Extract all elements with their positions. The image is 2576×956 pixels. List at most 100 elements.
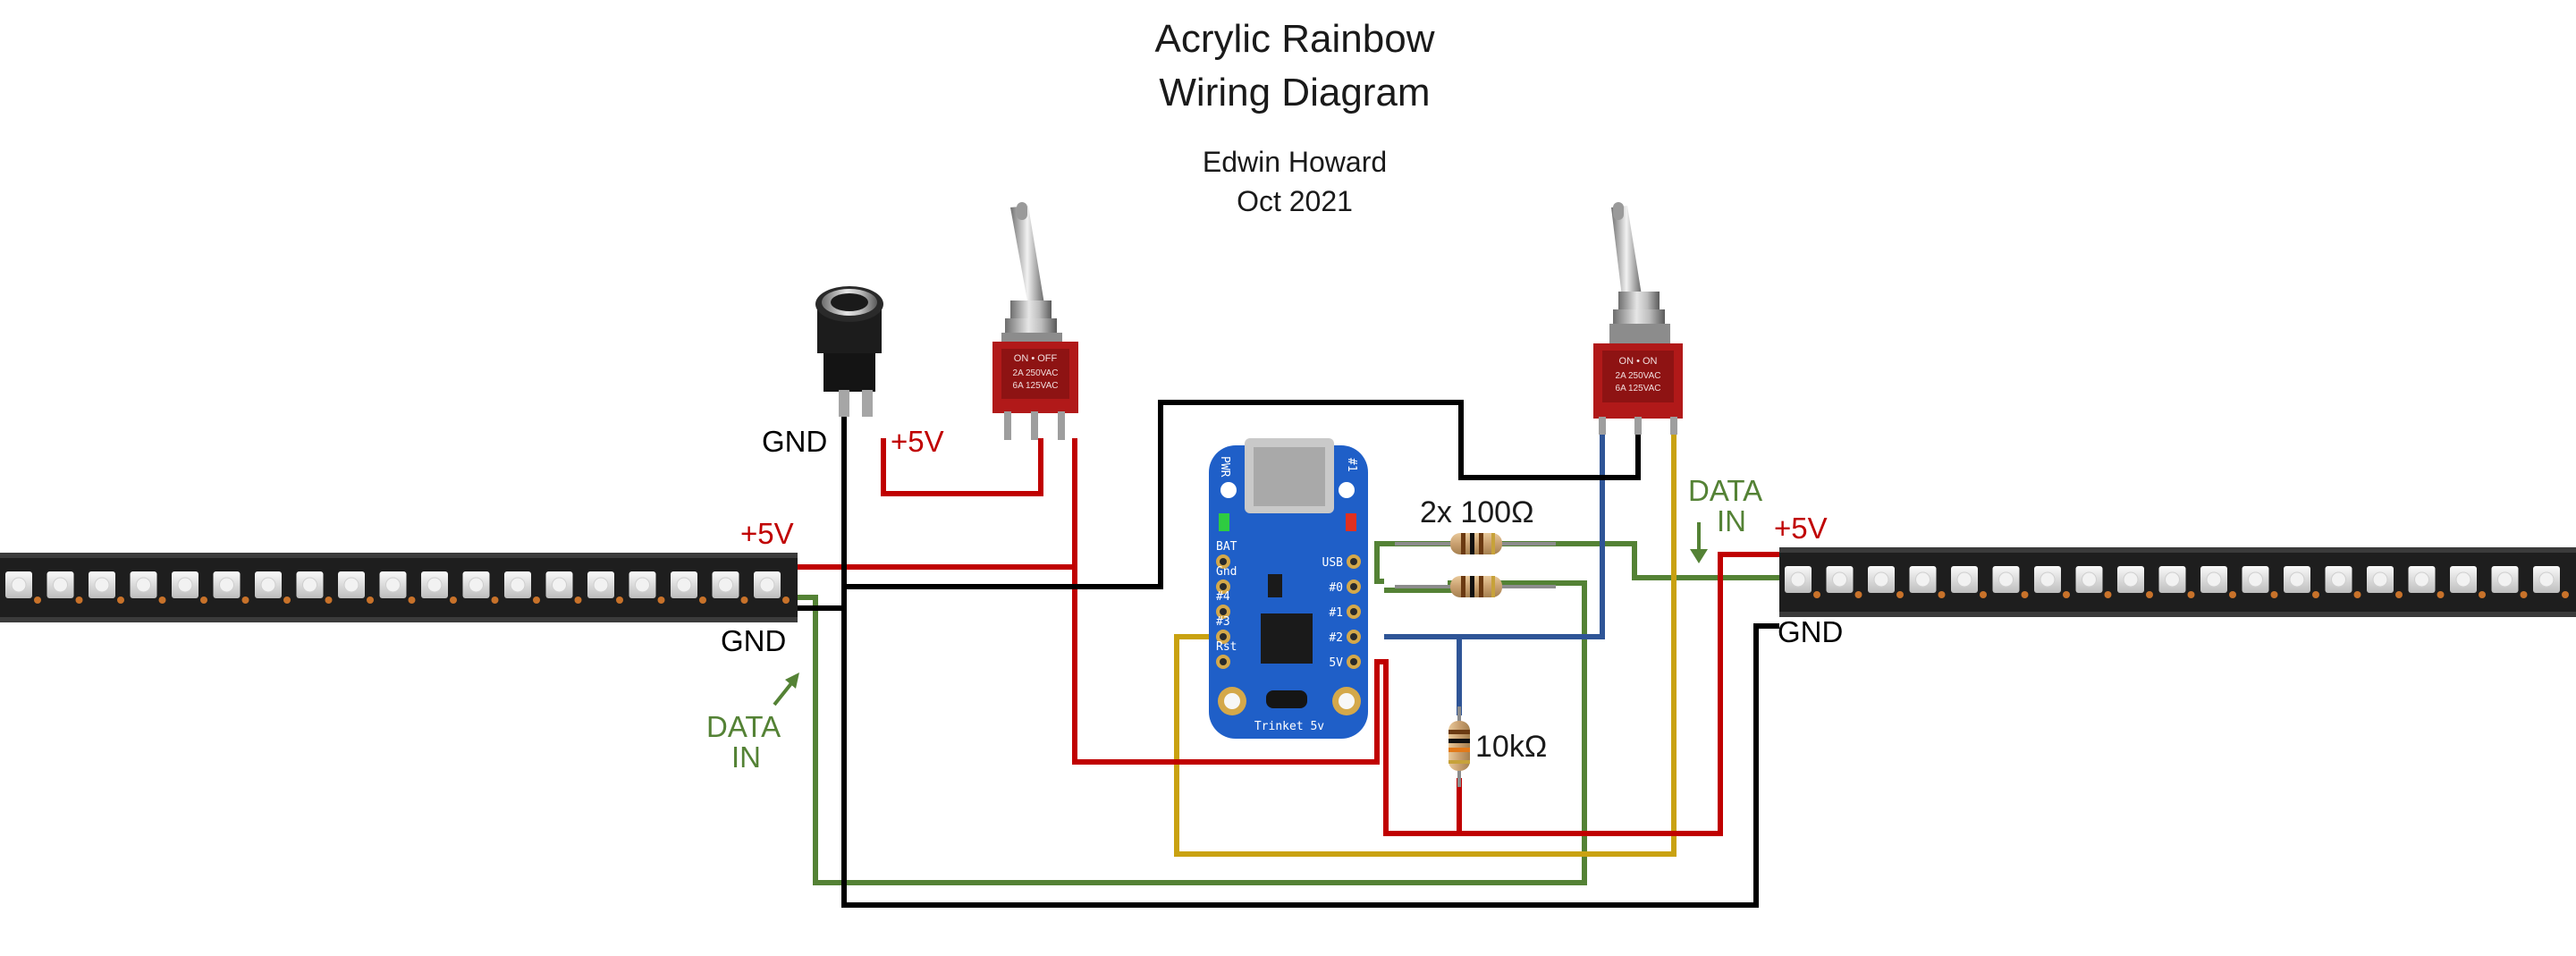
led-pixel [338, 571, 365, 598]
wire-red-right [1383, 552, 1779, 836]
led-cap [2312, 591, 2319, 598]
resistor-10k-ohm [1448, 706, 1470, 787]
led-cap [2270, 591, 2278, 598]
right-strip-data-label-2: IN [1717, 504, 1746, 537]
switch-left-marking: ON • OFF [1014, 353, 1058, 364]
led-cap [1896, 591, 1904, 598]
led-pixel [1951, 566, 1978, 593]
led-cap [2353, 591, 2361, 598]
right-strip-plus5v-label: +5V [1774, 512, 1828, 545]
wire-green-left-data [798, 580, 1587, 885]
date: Oct 2021 [1237, 185, 1353, 217]
led-pixel [421, 571, 448, 598]
led-cap [740, 596, 748, 604]
title-line-2: Wiring Diagram [1159, 71, 1430, 114]
led-cap [34, 596, 41, 604]
switch-left-rating-1: 2A 250VAC [1013, 368, 1059, 378]
led-cap [2520, 591, 2528, 598]
author: Edwin Howard [1203, 146, 1387, 178]
led-pixel [2034, 566, 2061, 593]
led-pixel [1909, 566, 1937, 593]
led-pixel [2200, 566, 2227, 593]
led-cap [782, 596, 790, 604]
led-pixel [2491, 566, 2519, 593]
led-pixel [671, 571, 697, 598]
trinket-pin-label: #3 [1216, 615, 1230, 629]
led-pixel [5, 571, 32, 598]
led-cap [2479, 591, 2486, 598]
led-pixel [629, 571, 656, 598]
wire-yellow [1174, 429, 1677, 857]
wire-red-switch [1072, 438, 1384, 765]
led-pixel [379, 571, 407, 598]
led-cap [200, 596, 207, 604]
left-data-arrow-icon [773, 673, 799, 706]
wire-red-jack [881, 438, 1043, 496]
led-cap [2562, 591, 2569, 598]
led-pixel [1826, 566, 1854, 593]
left-strip-data-label-2: IN [731, 740, 761, 774]
switch-right-rating-2: 6A 125VAC [1616, 384, 1661, 393]
led-cap [616, 596, 623, 604]
toggle-switch-right: ON • ON 2A 250VAC 6A 125VAC [1593, 202, 1683, 435]
led-cap [491, 596, 499, 604]
led-cap [2395, 591, 2403, 598]
led-cap [1813, 591, 1820, 598]
switch-right-marking: ON • ON [1619, 356, 1658, 367]
led-cap [408, 596, 416, 604]
trinket-pin-label: #1 [1329, 606, 1343, 620]
trinket-pin-label: #0 [1329, 581, 1343, 595]
toggle-switch-left: ON • OFF 2A 250VAC 6A 125VAC [992, 202, 1078, 440]
trinket-pin-label: Gnd [1216, 565, 1237, 579]
led-cap [1938, 591, 1946, 598]
resistor-100-ohm-top [1395, 533, 1556, 554]
jack-gnd-label: GND [762, 425, 827, 458]
wires [798, 400, 1779, 908]
led-pixel [462, 571, 490, 598]
trinket-pin-label: USB [1322, 556, 1344, 570]
labels: GND +5V +5V GND DATA IN DATA IN +5V GND … [706, 425, 1843, 774]
led-pixel [255, 571, 282, 598]
led-cap [2437, 591, 2445, 598]
led-pixel [130, 571, 157, 598]
trinket-pin-label: 5V [1329, 656, 1343, 670]
led-cap [2063, 591, 2070, 598]
led-strip-right [1779, 547, 2576, 617]
led-cap [241, 596, 249, 604]
title-block: Acrylic Rainbow Wiring Diagram Edwin How… [1155, 17, 1435, 217]
led-pixel [2408, 566, 2436, 593]
left-strip-gnd-label: GND [721, 624, 786, 657]
dc-barrel-jack [815, 286, 883, 417]
led-pixel [2450, 566, 2477, 593]
trinket-pin-label: #4 [1216, 590, 1230, 604]
led-pixel [46, 571, 74, 598]
led-cap [1854, 591, 1862, 598]
led-cap [158, 596, 166, 604]
right-strip-data-label-1: DATA [1688, 474, 1762, 507]
led-cap [1980, 591, 1987, 598]
led-pixel [89, 571, 115, 598]
led-pixel [1785, 566, 1812, 593]
led-pixel [2242, 566, 2269, 593]
resistor-10k-label: 10kΩ [1475, 730, 1547, 764]
led-pixel [2325, 566, 2352, 593]
resistors-100-label: 2x 100Ω [1420, 495, 1534, 529]
trinket-pwr-label: PWR [1218, 456, 1231, 478]
trinket-name: Trinket 5v [1254, 720, 1324, 733]
led-cap [450, 596, 457, 604]
switch-left-rating-2: 6A 125VAC [1013, 381, 1059, 391]
wire-black-gnd-pin [844, 400, 1641, 589]
led-cap [2229, 591, 2236, 598]
trinket-pin-label: #2 [1329, 631, 1343, 645]
led-cap [574, 596, 582, 604]
title-line-1: Acrylic Rainbow [1155, 17, 1435, 61]
led-cap [533, 596, 540, 604]
trinket-pin-label: Rst [1216, 640, 1237, 654]
led-cap [325, 596, 333, 604]
led-pixel [2367, 566, 2394, 593]
led-cap [2104, 591, 2112, 598]
right-data-arrow-icon [1690, 522, 1708, 563]
led-cap [699, 596, 706, 604]
led-pixel [2117, 566, 2144, 593]
